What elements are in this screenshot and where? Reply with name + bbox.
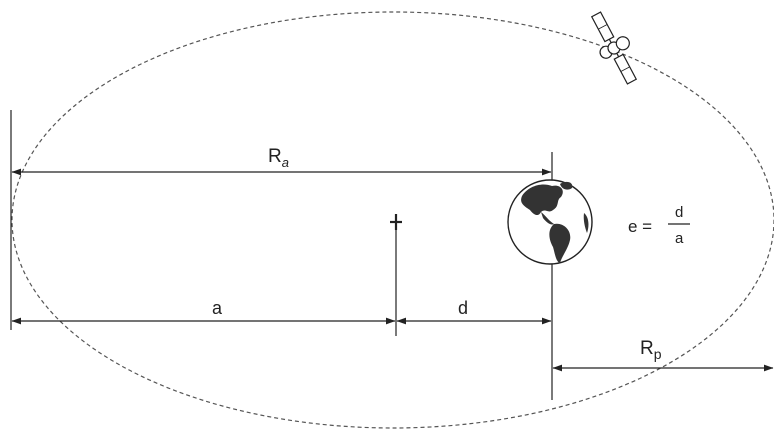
satellite-icon — [590, 11, 638, 85]
focus-offset-label: d — [458, 298, 468, 318]
periapsis-radius-label: Rp — [640, 338, 662, 362]
eccentricity-lhs: e = — [628, 217, 652, 236]
orbit-ellipse — [11, 11, 774, 429]
semi-major-axis-label: a — [212, 298, 223, 318]
apoapsis-radius-label: Ra — [268, 146, 289, 170]
earth-globe-icon — [507, 179, 593, 265]
ellipse-center-marker — [390, 214, 402, 230]
eccentricity-denominator: a — [675, 230, 684, 247]
eccentricity-formula: e = d a — [628, 204, 690, 247]
eccentricity-numerator: d — [675, 204, 683, 221]
